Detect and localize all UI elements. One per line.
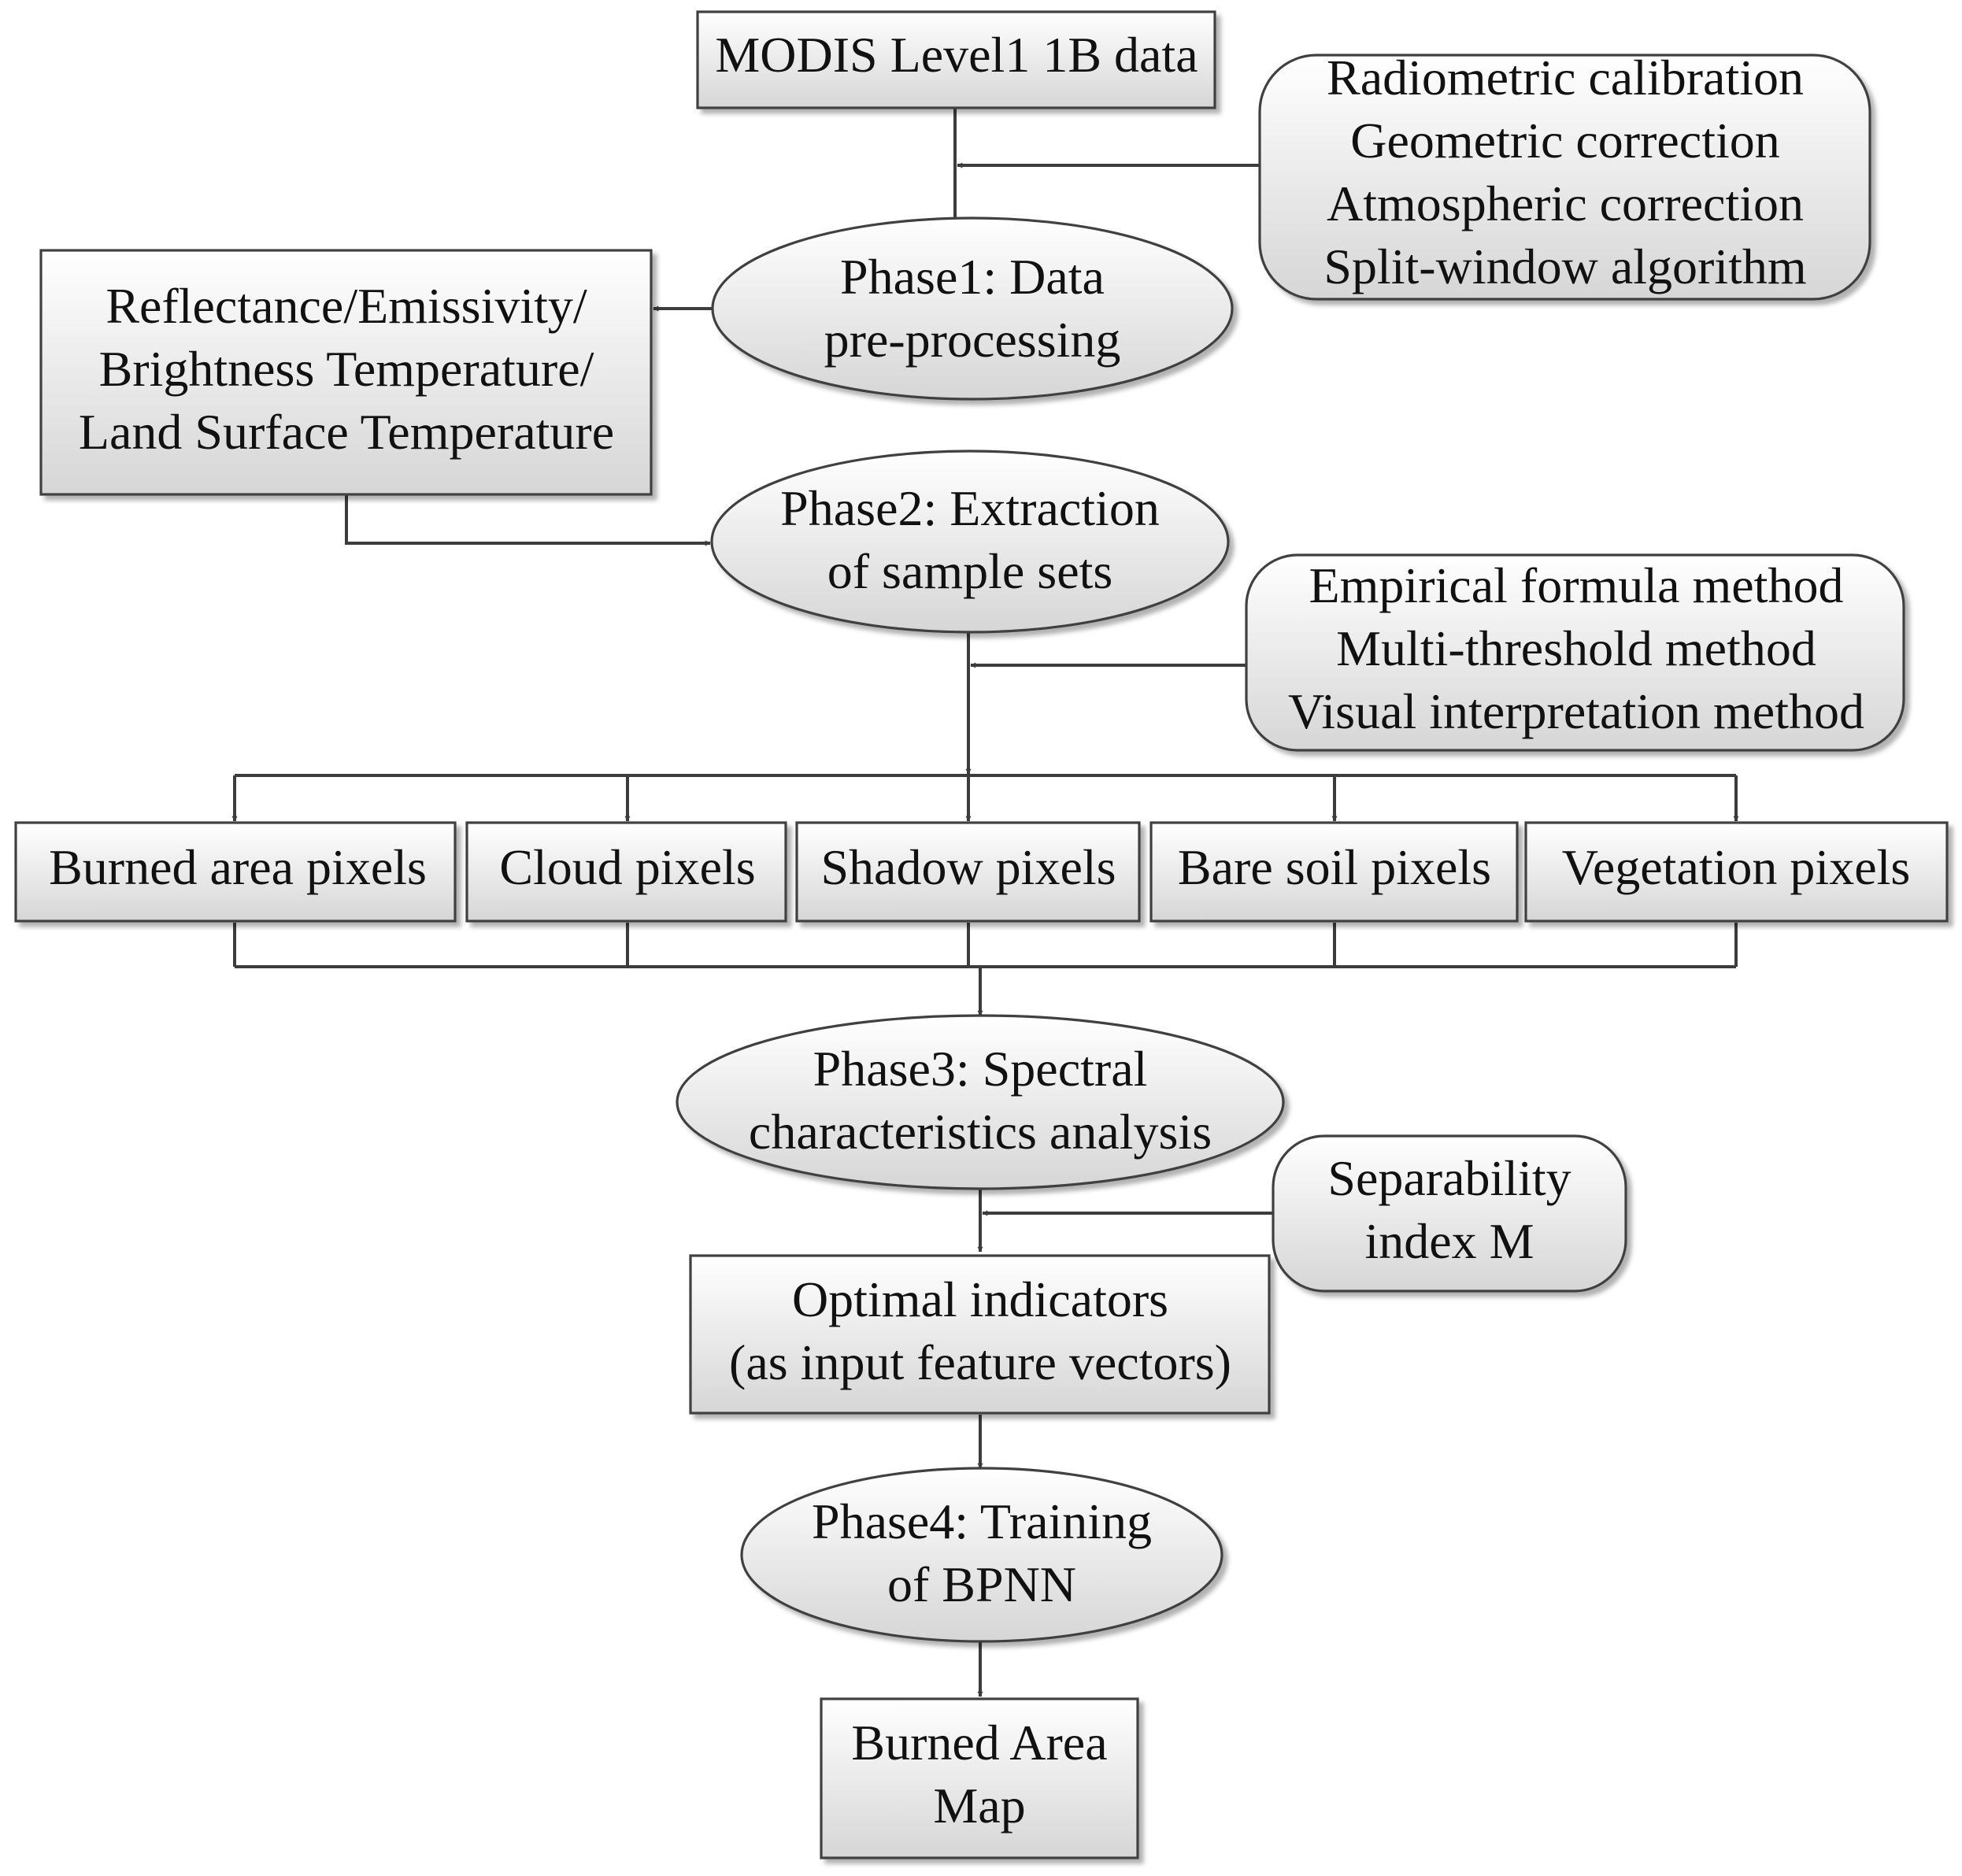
phase4-line-1: Phase4: Training xyxy=(812,1493,1152,1549)
vegetation-pixels-box: Vegetation pixels xyxy=(1524,821,1949,923)
sample-methods-line-2: Multi-threshold method xyxy=(1336,620,1816,676)
sample-methods-line-1: Empirical formula method xyxy=(1309,557,1844,613)
shadow-pixels-line-1: Shadow pixels xyxy=(820,839,1116,895)
optimal-indicators-label: Optimal indicators (as input feature vect… xyxy=(729,1271,1231,1390)
cloud-pixels-box: Cloud pixels xyxy=(465,821,787,923)
phase1-line-1: Phase1: Data xyxy=(840,249,1105,305)
preproc-methods-line-3: Atmospheric correction xyxy=(1327,176,1804,231)
products-line-1: Reflectance/Emissivity/ xyxy=(106,278,587,334)
burned-area-pixels-box: Burned area pixels xyxy=(14,821,457,923)
vegetation-pixels-line-1: Vegetation pixels xyxy=(1562,839,1911,895)
separability-line-2: index M xyxy=(1364,1213,1534,1269)
phase3-line-1: Phase3: Spectral xyxy=(813,1041,1148,1097)
shadow-pixels-box: Shadow pixels xyxy=(795,821,1141,923)
optimal-indicators-box: Optimal indicators (as input feature vect… xyxy=(689,1254,1271,1415)
phase2-line-1: Phase2: Extraction xyxy=(780,480,1160,536)
products-label: Reflectance/Emissivity/Brightness Temper… xyxy=(79,278,614,460)
phase2-line-2: of sample sets xyxy=(827,543,1113,599)
phase1-ellipse: Phase1: Data pre-processing xyxy=(711,216,1234,401)
burned-area-pixels-label: Burned area pixels xyxy=(49,839,427,895)
phase3-label: Phase3: Spectral characteristics analysis xyxy=(749,1041,1212,1160)
phase4-label: Phase4: Training of BPNN xyxy=(812,1493,1152,1612)
cloud-pixels-line-1: Cloud pixels xyxy=(499,839,755,895)
modis-line-1: MODIS Level1 1B data xyxy=(715,27,1198,83)
preproc-methods-line-2: Geometric correction xyxy=(1350,113,1780,168)
sample-methods-line-3: Visual interpretation method xyxy=(1288,683,1864,739)
phase2-ellipse: Phase2: Extraction of sample sets xyxy=(710,450,1230,634)
phase4-ellipse: Phase4: Training of BPNN xyxy=(740,1467,1223,1643)
bare-soil-pixels-label: Bare soil pixels xyxy=(1178,839,1491,895)
products-line-3: Land Surface Temperature xyxy=(79,404,614,460)
modis-data-box: MODIS Level1 1B data xyxy=(696,10,1216,109)
products-line-2: Brightness Temperature/ xyxy=(99,341,594,397)
optimal-line-1: Optimal indicators xyxy=(792,1271,1168,1327)
connectors xyxy=(231,108,1739,1697)
separability-line-1: Separability xyxy=(1327,1150,1571,1206)
preproc-methods-line-4: Split-window algorithm xyxy=(1323,239,1806,294)
shadow-pixels-label: Shadow pixels xyxy=(820,839,1116,895)
optimal-line-2: (as input feature vectors) xyxy=(729,1334,1231,1390)
burned-map-line-2: Map xyxy=(933,1778,1025,1833)
bare-soil-pixels-box: Bare soil pixels xyxy=(1149,821,1519,923)
bare-soil-pixels-line-1: Bare soil pixels xyxy=(1178,839,1491,895)
vegetation-pixels-label: Vegetation pixels xyxy=(1562,839,1911,895)
phase1-line-2: pre-processing xyxy=(824,312,1121,368)
arrow-merge-to-phase3 xyxy=(968,965,983,1016)
phase3-line-2: characteristics analysis xyxy=(749,1104,1212,1160)
phase1-label: Phase1: Data pre-processing xyxy=(824,249,1121,368)
burned-pixels-line-1: Burned area pixels xyxy=(49,839,427,895)
burned-map-line-1: Burned Area xyxy=(851,1715,1107,1771)
separability-box: Separability index M xyxy=(1272,1134,1627,1293)
separability-label: Separability index M xyxy=(1327,1150,1571,1269)
phase3-ellipse: Phase3: Spectral characteristics analysis xyxy=(676,1014,1285,1190)
cloud-pixels-label: Cloud pixels xyxy=(499,839,755,895)
arrow-products-to-phase2 xyxy=(345,494,711,546)
products-box: Reflectance/Emissivity/Brightness Temper… xyxy=(39,249,653,496)
modis-data-label: MODIS Level1 1B data xyxy=(715,27,1198,83)
phase4-line-2: of BPNN xyxy=(887,1556,1076,1612)
phase2-label: Phase2: Extraction of sample sets xyxy=(780,480,1160,599)
preproc-methods-line-1: Radiometric calibration xyxy=(1327,50,1804,105)
